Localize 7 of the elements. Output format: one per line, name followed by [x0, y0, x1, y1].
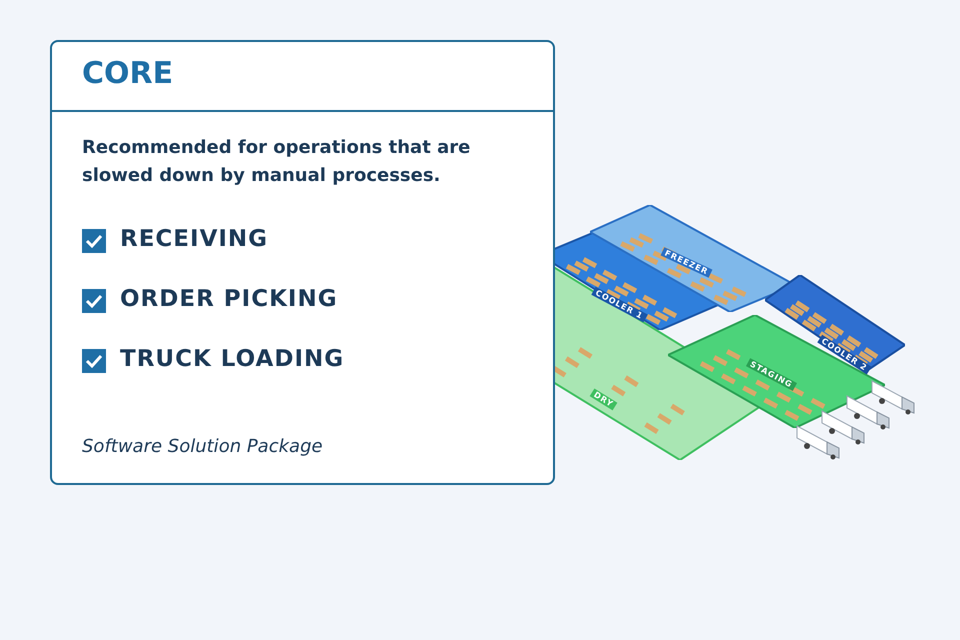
- info-card: [50, 40, 555, 485]
- feature-item: ORDER PICKING: [120, 286, 338, 312]
- package-note: Software Solution Package: [82, 436, 323, 457]
- description-text: Recommended for operations that are slowed down by manual processes.: [82, 136, 472, 188]
- card-heading: CORE: [82, 56, 174, 91]
- feature-item: RECEIVING: [120, 226, 268, 252]
- feature-item: TRUCK LOADING: [120, 346, 344, 372]
